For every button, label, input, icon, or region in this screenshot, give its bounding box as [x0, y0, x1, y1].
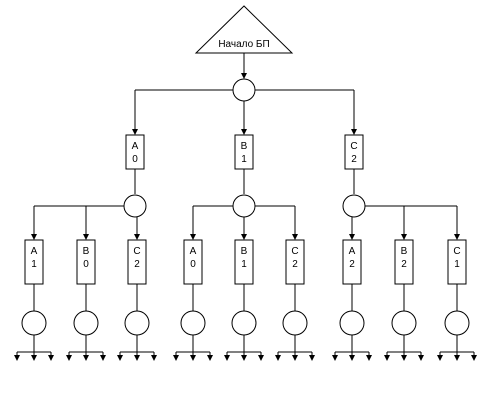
level2-box-7-b2-index: 2 — [401, 259, 407, 270]
level2-node-2 — [124, 310, 150, 336]
start-label: Начало БП — [218, 39, 269, 50]
start-triangle — [194, 5, 294, 54]
level2-box-5-c2-index: 2 — [292, 259, 298, 270]
level2-box-6-a2 — [342, 239, 362, 285]
leaf-arrow-2-0 — [117, 355, 123, 361]
leaf-arrow-7-1 — [401, 355, 407, 361]
leaf-arrow-6-0 — [332, 355, 338, 361]
level1-box-a0 — [125, 134, 145, 170]
leaf-arrow-5-0 — [275, 355, 281, 361]
level1-arrow-0 — [132, 129, 138, 135]
leaf-arrow-3-2 — [207, 355, 213, 361]
leaf-arrow-7-0 — [384, 355, 390, 361]
leaf-arrow-1-2 — [100, 355, 106, 361]
level2-arrow-2 — [134, 234, 140, 240]
level2-box-4-b1 — [234, 239, 254, 285]
level2-arrow-6 — [349, 234, 355, 240]
leaf-arrow-6-1 — [349, 355, 355, 361]
level2-arrow-3 — [190, 234, 196, 240]
level1-node-0 — [123, 194, 147, 218]
level2-box-8-c1-letter: C — [453, 246, 460, 257]
leaf-arrow-8-0 — [437, 355, 443, 361]
level2-node-6 — [339, 310, 365, 336]
level2-box-1-b0 — [76, 239, 96, 285]
leaf-arrow-0-1 — [31, 355, 37, 361]
level2-arrow-1 — [83, 234, 89, 240]
level2-box-3-a0-letter: A — [190, 246, 197, 257]
level2-box-1-b0-index: 0 — [83, 259, 89, 270]
level1-box-c2 — [344, 134, 364, 170]
level2-box-0-a1-letter: A — [31, 246, 38, 257]
root-node — [232, 78, 256, 102]
level2-box-2-c2 — [127, 239, 147, 285]
level1-box-c2-index: 2 — [351, 154, 357, 165]
level2-arrow-4 — [241, 234, 247, 240]
level1-node-1 — [232, 194, 256, 218]
leaf-arrow-3-1 — [190, 355, 196, 361]
level2-node-7 — [391, 310, 417, 336]
leaf-arrow-4-2 — [258, 355, 264, 361]
level2-box-5-c2 — [285, 239, 305, 285]
level2-arrow-8 — [454, 234, 460, 240]
leaf-arrow-3-0 — [173, 355, 179, 361]
level2-arrow-0 — [31, 234, 37, 240]
level1-box-a0-letter: A — [132, 141, 139, 152]
level2-box-7-b2-letter: B — [401, 246, 408, 257]
level2-box-6-a2-letter: A — [349, 246, 356, 257]
level1-arrow-2 — [351, 129, 357, 135]
level1-box-b1-letter: B — [241, 141, 248, 152]
level1-node-2 — [342, 194, 366, 218]
level2-box-0-a1 — [24, 239, 44, 285]
level1-box-c2-letter: C — [350, 141, 357, 152]
level2-box-6-a2-index: 2 — [349, 259, 355, 270]
leaf-arrow-1-0 — [66, 355, 72, 361]
start-arrow — [241, 73, 247, 79]
leaf-arrow-5-2 — [309, 355, 315, 361]
level2-arrow-7 — [401, 234, 407, 240]
level2-box-2-c2-letter: C — [133, 246, 140, 257]
leaf-arrow-0-2 — [48, 355, 54, 361]
leaf-arrow-4-0 — [224, 355, 230, 361]
level1-box-b1 — [234, 134, 254, 170]
level1-box-b1-index: 1 — [241, 154, 247, 165]
level2-box-2-c2-index: 2 — [134, 259, 140, 270]
leaf-arrow-0-0 — [14, 355, 20, 361]
level2-box-3-a0-index: 0 — [190, 259, 196, 270]
level2-box-5-c2-letter: C — [291, 246, 298, 257]
level2-arrow-5 — [292, 234, 298, 240]
leaf-arrow-8-1 — [454, 355, 460, 361]
leaf-arrow-7-2 — [418, 355, 424, 361]
level2-box-0-a1-index: 1 — [31, 259, 37, 270]
level2-box-3-a0 — [183, 239, 203, 285]
level1-arrow-1 — [241, 129, 247, 135]
level2-box-8-c1 — [447, 239, 467, 285]
level1-box-a0-index: 0 — [132, 154, 138, 165]
leaf-arrow-1-1 — [83, 355, 89, 361]
level2-node-5 — [282, 310, 308, 336]
leaf-arrow-8-2 — [471, 355, 477, 361]
level2-box-7-b2 — [394, 239, 414, 285]
level2-box-4-b1-letter: B — [241, 246, 248, 257]
level2-node-4 — [231, 310, 257, 336]
leaf-arrow-4-1 — [241, 355, 247, 361]
level2-node-3 — [180, 310, 206, 336]
level2-box-8-c1-index: 1 — [454, 259, 460, 270]
level2-box-1-b0-letter: B — [83, 246, 90, 257]
level2-node-0 — [21, 310, 47, 336]
level2-node-8 — [444, 310, 470, 336]
level2-box-4-b1-index: 1 — [241, 259, 247, 270]
leaf-arrow-2-1 — [134, 355, 140, 361]
level2-node-1 — [73, 310, 99, 336]
leaf-arrow-2-2 — [151, 355, 157, 361]
leaf-arrow-5-1 — [292, 355, 298, 361]
leaf-arrow-6-2 — [366, 355, 372, 361]
